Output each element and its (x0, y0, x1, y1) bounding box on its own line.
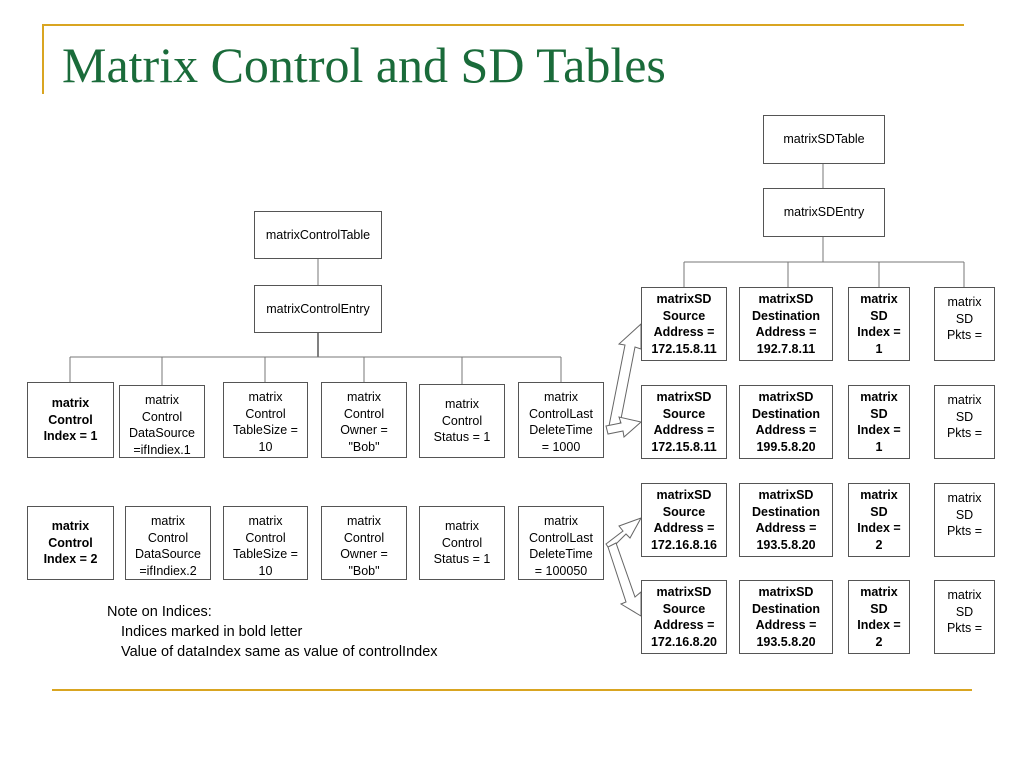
sd-pkts-row4-box: matrix SD Pkts = (934, 580, 995, 654)
control-deletetime-2-box: matrix ControlLast DeleteTime = 100050 (518, 506, 604, 580)
sd-source-row1-box: matrixSD Source Address = 172.15.8.11 (641, 287, 727, 361)
arrow-row1-sd1 (608, 322, 642, 430)
control-owner-1-box: matrix Control Owner = "Bob" (321, 382, 407, 458)
sd-source-row2-box: matrixSD Source Address = 172.15.8.11 (641, 385, 727, 459)
sd-pkts-row3-box: matrix SD Pkts = (934, 483, 995, 557)
note-on-indices: Note on Indices: Indices marked in bold … (107, 602, 438, 662)
slide-title: Matrix Control and SD Tables (62, 37, 666, 93)
note-heading: Note on Indices: (107, 604, 212, 620)
control-tablesize-1-box: matrix Control TableSize = 10 (223, 382, 308, 458)
sd-index-row2-box: matrix SD Index = 1 (848, 385, 910, 459)
sd-pkts-row2-box: matrix SD Pkts = (934, 385, 995, 459)
note-line-2: Value of dataIndex same as value of cont… (121, 644, 438, 660)
control-index-1-box: matrix Control Index = 1 (27, 382, 114, 458)
matrix-control-table-box: matrixControlTable (254, 211, 382, 259)
bottom-rule (52, 689, 972, 691)
sd-dest-row3-box: matrixSD Destination Address = 193.5.8.2… (739, 483, 833, 557)
left-rule (42, 24, 44, 94)
matrix-sd-table-box: matrixSDTable (763, 115, 885, 164)
control-index-2-box: matrix Control Index = 2 (27, 506, 114, 580)
control-datasource-2-box: matrix Control DataSource =ifIndiex.2 (125, 506, 211, 580)
note-line-1: Indices marked in bold letter (121, 624, 303, 640)
sd-dest-row2-box: matrixSD Destination Address = 199.5.8.2… (739, 385, 833, 459)
sd-source-row4-box: matrixSD Source Address = 172.16.8.20 (641, 580, 727, 654)
sd-dest-row4-box: matrixSD Destination Address = 193.5.8.2… (739, 580, 833, 654)
control-status-1-box: matrix Control Status = 1 (419, 384, 505, 458)
sd-index-row4-box: matrix SD Index = 2 (848, 580, 910, 654)
top-rule (44, 24, 964, 26)
control-status-2-box: matrix Control Status = 1 (419, 506, 505, 580)
control-deletetime-1-box: matrix ControlLast DeleteTime = 1000 (518, 382, 604, 458)
matrix-control-entry-box: matrixControlEntry (254, 285, 382, 333)
control-datasource-1-box: matrix Control DataSource =ifIndiex.1 (119, 385, 205, 458)
sd-dest-row1-box: matrixSD Destination Address = 192.7.8.1… (739, 287, 833, 361)
arrow-row2-sd4 (607, 542, 642, 617)
sd-index-row1-box: matrix SD Index = 1 (848, 287, 910, 361)
control-tablesize-2-box: matrix Control TableSize = 10 (223, 506, 308, 580)
matrix-sd-entry-box: matrixSDEntry (763, 188, 885, 237)
control-owner-2-box: matrix Control Owner = "Bob" (321, 506, 407, 580)
sd-pkts-row1-box: matrix SD Pkts = (934, 287, 995, 361)
sd-source-row3-box: matrixSD Source Address = 172.16.8.16 (641, 483, 727, 557)
sd-index-row3-box: matrix SD Index = 2 (848, 483, 910, 557)
arrow-row1-sd2 (605, 416, 643, 438)
